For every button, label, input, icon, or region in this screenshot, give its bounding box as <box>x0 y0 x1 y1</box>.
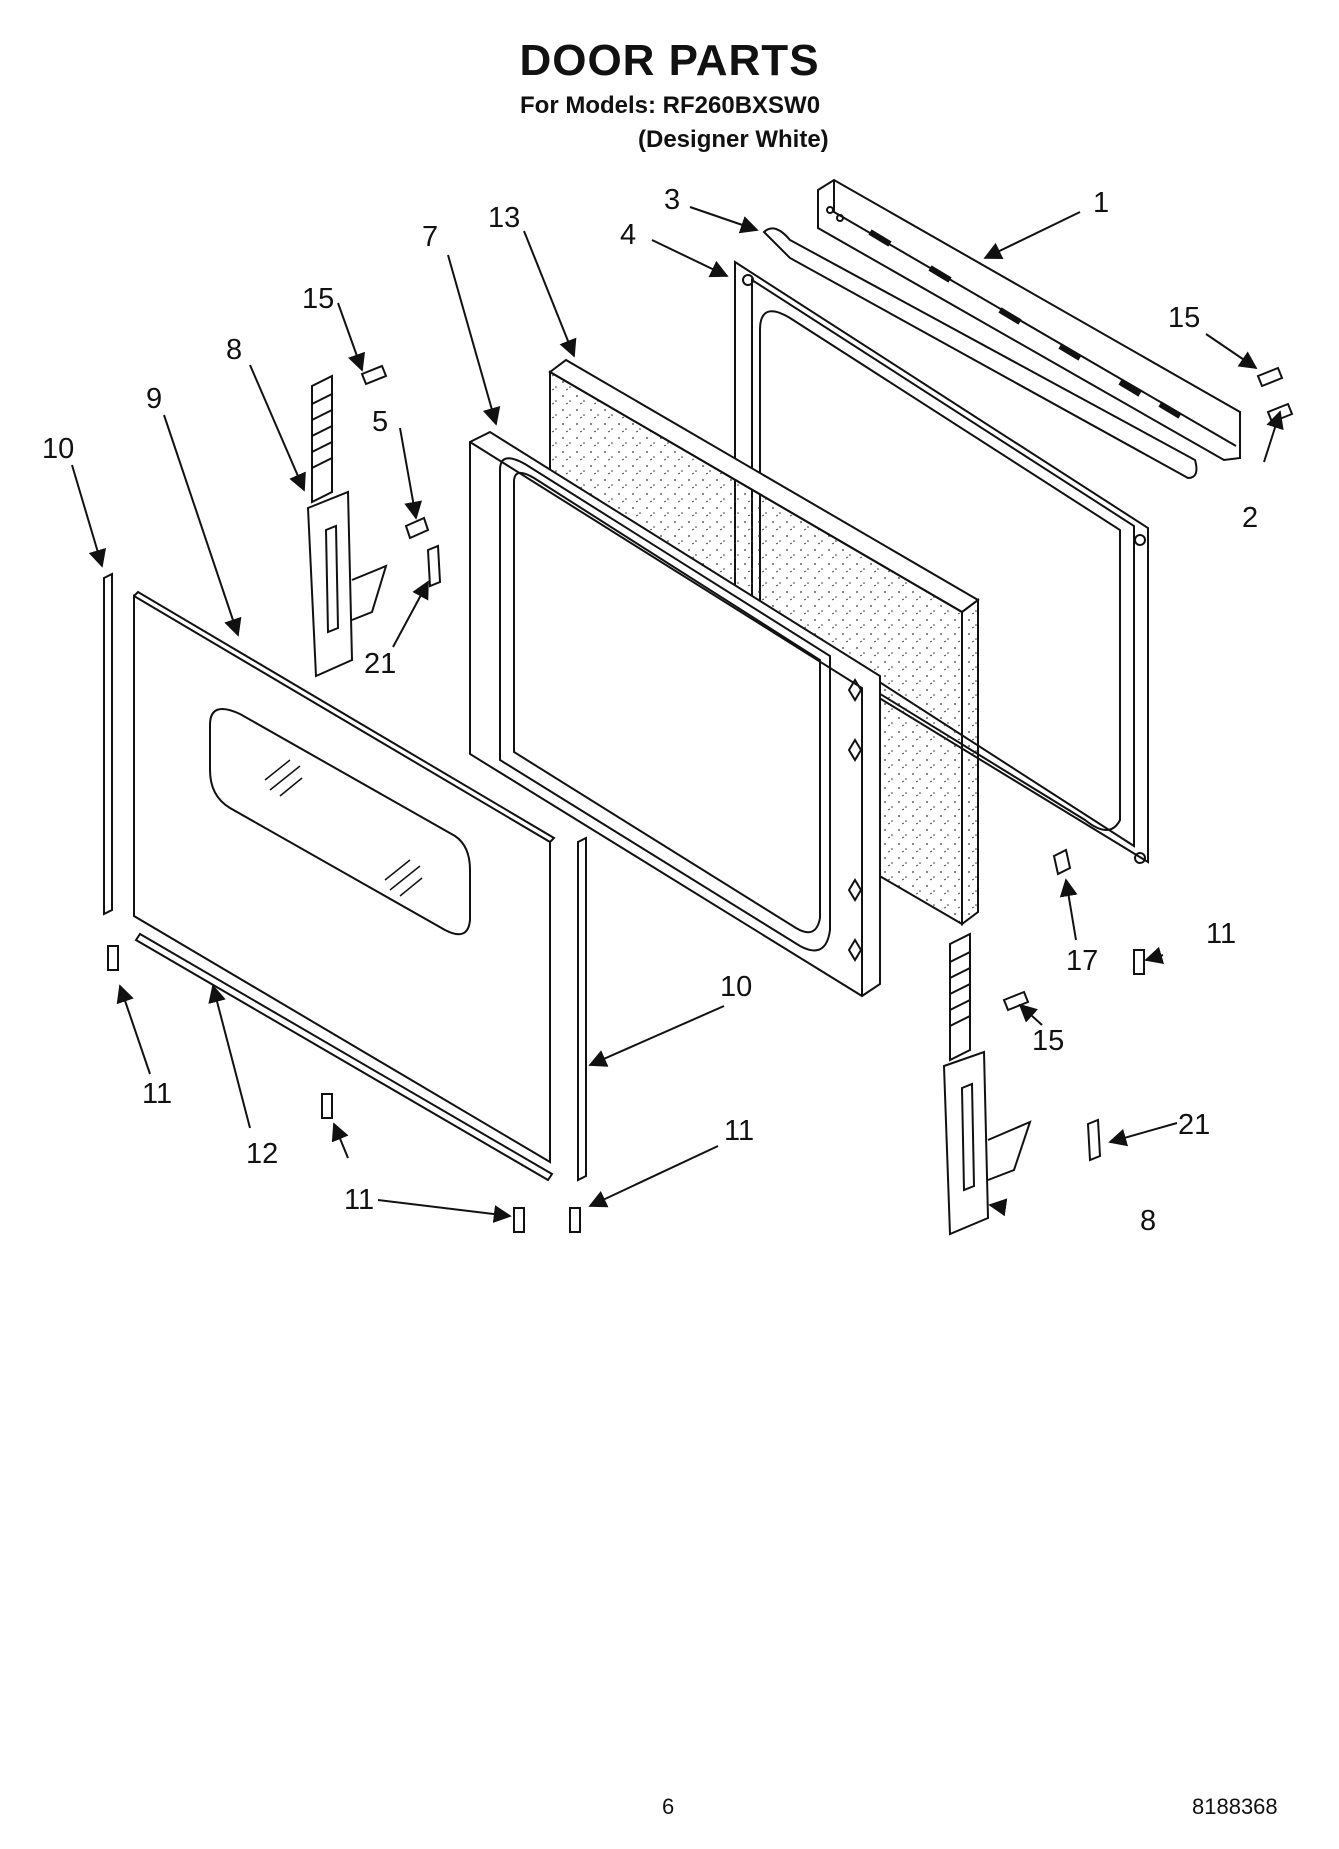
callout-1: 1 <box>1093 187 1109 219</box>
part-11-screw-2 <box>321 1093 333 1119</box>
part-3-handle-trim <box>762 227 1198 480</box>
variant-line: (Designer White) <box>638 126 829 153</box>
part-12-bottom-trim <box>134 932 554 1182</box>
callout-11-b: 11 <box>344 1184 374 1216</box>
callout-21-lower: 21 <box>1178 1109 1210 1141</box>
part-21-plate-lower <box>1086 1118 1102 1162</box>
callout-11-d: 11 <box>1206 918 1236 950</box>
part-10-side-trim-left <box>103 572 113 916</box>
page-number: 6 <box>662 1794 675 1819</box>
part-11-screw-3 <box>513 1207 525 1233</box>
part-11-screw-1 <box>107 945 119 971</box>
callout-17: 17 <box>1066 945 1098 977</box>
part-8-hinge-lower <box>942 932 1032 1236</box>
callout-8-lower: 8 <box>1140 1205 1156 1237</box>
part-11-screw-5 <box>1133 949 1145 975</box>
callout-2: 2 <box>1242 502 1258 534</box>
callout-8-upper: 8 <box>226 334 242 366</box>
callout-11-a: 11 <box>142 1078 172 1110</box>
part-15-screw-upper <box>360 364 388 386</box>
callout-13: 13 <box>488 202 520 234</box>
part-17-clip <box>1052 848 1072 876</box>
part-8-hinge-upper <box>306 374 388 678</box>
callout-9: 9 <box>146 383 162 415</box>
models-line: For Models: RF260BXSW0 <box>520 92 821 119</box>
callout-10-left: 10 <box>42 433 74 465</box>
page-title: DOOR PARTS <box>519 36 820 85</box>
callout-15-upper: 15 <box>302 283 334 315</box>
part-1-trim-panel <box>817 178 1241 462</box>
callout-5: 5 <box>372 406 388 438</box>
part-15-screw-right <box>1256 366 1284 388</box>
callout-4: 4 <box>620 219 636 251</box>
document-number: 8188368 <box>1192 1794 1278 1819</box>
callout-12: 12 <box>246 1138 278 1170</box>
callout-10-right: 10 <box>720 971 752 1003</box>
callout-15-lower: 15 <box>1032 1025 1064 1057</box>
callout-11-c: 11 <box>724 1115 754 1147</box>
part-15-screw-lower <box>1002 990 1030 1012</box>
callout-3: 3 <box>664 184 680 216</box>
callout-7: 7 <box>422 221 438 253</box>
part-9-outer-door-glass <box>133 590 556 1164</box>
part-21-plate-upper <box>426 544 442 588</box>
part-11-screw-4 <box>569 1207 581 1233</box>
part-10-side-trim-right <box>577 836 587 1182</box>
part-7-inner-door-panel <box>469 430 881 998</box>
callout-21-upper: 21 <box>364 648 396 680</box>
part-5-screw <box>404 516 430 540</box>
callout-15-right: 15 <box>1168 302 1200 334</box>
